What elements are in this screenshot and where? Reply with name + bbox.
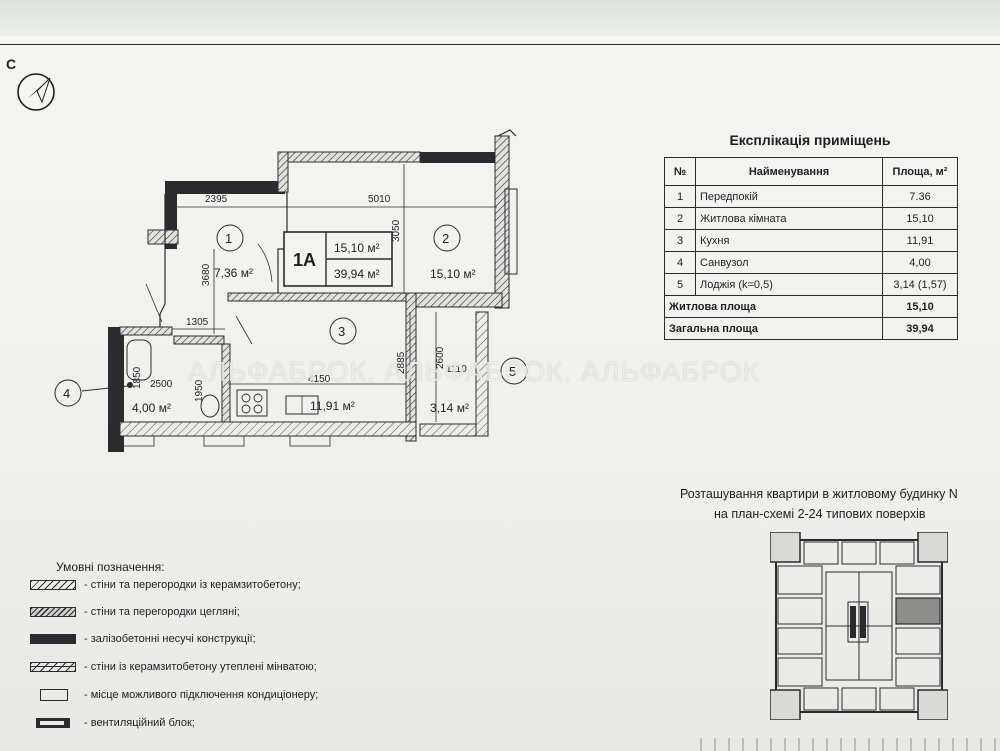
table-row: 2 Житлова кімната 15,10 xyxy=(664,207,958,230)
ceramsite-wall-swatch-icon xyxy=(30,580,76,590)
row-area: 4,00 xyxy=(882,251,958,274)
brick-wall-swatch-icon xyxy=(30,607,76,617)
row-area: 11,91 xyxy=(882,229,958,252)
air-conditioner-outlet-icon xyxy=(40,689,68,701)
apartment-floor-plan: 2395 5010 3050 3680 1305 2885 2600 1850 … xyxy=(54,129,528,452)
location-line-2: на план-схемі 2-24 типових поверхів xyxy=(714,507,926,521)
living-area-value: 15,10 xyxy=(882,295,958,318)
table-row: 4 Санвузол 4,00 xyxy=(664,251,958,274)
row-no: 5 xyxy=(664,273,696,296)
total-area-value: 39,94 xyxy=(882,317,958,340)
compass-label: С xyxy=(6,56,17,72)
row-no: 4 xyxy=(664,251,696,274)
frame-top-border xyxy=(0,44,1000,45)
dim-4150: 4150 xyxy=(308,374,331,385)
table-row: 5 Лоджія (k=0,5) 3,14 (1,57) xyxy=(664,273,958,296)
legend-item-vent: - вентиляційний блок; xyxy=(30,716,450,730)
explication-table: № Найменування Площа, м² 1 Передпокій 7.… xyxy=(664,157,958,340)
room-3-area: 11,91 м² xyxy=(310,399,355,413)
highlighted-apartment xyxy=(895,597,941,625)
legend-text: - вентиляційний блок; xyxy=(84,717,195,729)
row-area: 3,14 (1,57) xyxy=(882,273,958,296)
location-caption: Розташування квартири в житловому будинк… xyxy=(680,484,1000,524)
living-area-label: Житлова площа xyxy=(664,295,883,318)
row-no: 3 xyxy=(664,229,696,252)
room-2-area: 15,10 м² xyxy=(430,267,476,281)
living-area-row: Житлова площа 15,10 xyxy=(664,295,958,318)
ventilation-block-icon xyxy=(36,718,70,728)
legend-text: - стіни та перегородки із керамзитобетон… xyxy=(84,579,301,591)
dim-3050: 3050 xyxy=(391,219,402,242)
room-number-5: 5 xyxy=(509,364,516,379)
top-shadow-band xyxy=(0,0,1000,36)
legend-text: - стіни та перегородки цегляні; xyxy=(84,606,240,618)
dim-1305: 1305 xyxy=(186,317,209,328)
table-header-row: № Найменування Площа, м² xyxy=(664,157,958,186)
legend-text: - стіни із керамзитобетону утеплені мінв… xyxy=(84,661,317,673)
room-number-4: 4 xyxy=(63,386,70,401)
dim-2500: 2500 xyxy=(150,379,173,390)
watermark: АЛЬФАБРОК. АЛЬФАБРОК. АЛЬФАБРОК xyxy=(188,356,760,387)
table-row: 3 Кухня 11,91 xyxy=(664,229,958,252)
room-1-area: 7,36 м² xyxy=(214,266,253,280)
dim-5010: 5010 xyxy=(368,194,391,205)
room-4-area: 4,00 м² xyxy=(132,401,171,415)
dim-2600: 2600 xyxy=(435,346,446,369)
explication-title: Експлікація приміщень xyxy=(729,132,891,148)
total-area-row: Загальна площа 39,94 xyxy=(664,317,958,340)
floor-scheme xyxy=(770,532,948,720)
location-line-1: Розташування квартири в житловому будинк… xyxy=(680,487,958,501)
row-name: Лоджія (k=0,5) xyxy=(695,273,883,296)
header-area: Площа, м² xyxy=(882,157,958,186)
room-5-area: 3,14 м² xyxy=(430,401,469,415)
legend-item-brick: - стіни та перегородки цегляні; xyxy=(30,605,450,619)
legend-item-ker: - стіни та перегородки із керамзитобетон… xyxy=(30,578,450,592)
room-number-1: 1 xyxy=(225,231,232,246)
row-area: 15,10 xyxy=(882,207,958,230)
legend-item-rc: - залізобетонні несучі конструкції; xyxy=(30,632,450,646)
dim-2395: 2395 xyxy=(205,194,228,205)
row-name: Житлова кімната xyxy=(695,207,883,230)
legend-text: - місце можливого підключення кондиціоне… xyxy=(84,689,319,701)
compass-icon xyxy=(17,73,55,111)
row-name: Кухня xyxy=(695,229,883,252)
row-area: 7.36 xyxy=(882,185,958,208)
apartment-living-area: 15,10 м² xyxy=(334,241,380,255)
dim-1850: 1850 xyxy=(132,366,143,389)
legend-item-ac: - місце можливого підключення кондиціоне… xyxy=(30,688,450,702)
header-no: № xyxy=(664,157,696,186)
rc-wall-bathroom xyxy=(108,327,124,452)
legend-text: - залізобетонні несучі конструкції; xyxy=(84,633,256,645)
total-area-label: Загальна площа xyxy=(664,317,883,340)
rc-wall-top-right xyxy=(420,152,500,163)
table-row: 1 Передпокій 7.36 xyxy=(664,185,958,208)
legend-title: Умовні позначення: xyxy=(56,560,165,574)
dim-2885: 2885 xyxy=(396,351,407,374)
dim-1950: 1950 xyxy=(194,379,205,402)
row-name: Санвузол xyxy=(695,251,883,274)
concrete-structure-swatch-icon xyxy=(30,634,76,644)
room-number-2: 2 xyxy=(442,231,449,246)
room-number-3: 3 xyxy=(338,324,345,339)
row-no: 1 xyxy=(664,185,696,208)
apartment-total-area: 39,94 м² xyxy=(334,267,380,281)
legend-item-ins: - стіни із керамзитобетону утеплені мінв… xyxy=(30,660,450,674)
header-name: Найменування xyxy=(695,157,883,186)
north-compass: С xyxy=(6,56,62,116)
dim-1110: 1110 xyxy=(446,364,467,375)
row-name: Передпокій xyxy=(695,185,883,208)
insulated-wall-swatch-icon xyxy=(30,662,76,672)
rc-wall-top-left xyxy=(165,181,285,194)
row-no: 2 xyxy=(664,207,696,230)
bottom-edge-marks xyxy=(700,738,1000,751)
apartment-type: 1А xyxy=(293,250,316,270)
dim-3680: 3680 xyxy=(201,263,212,286)
